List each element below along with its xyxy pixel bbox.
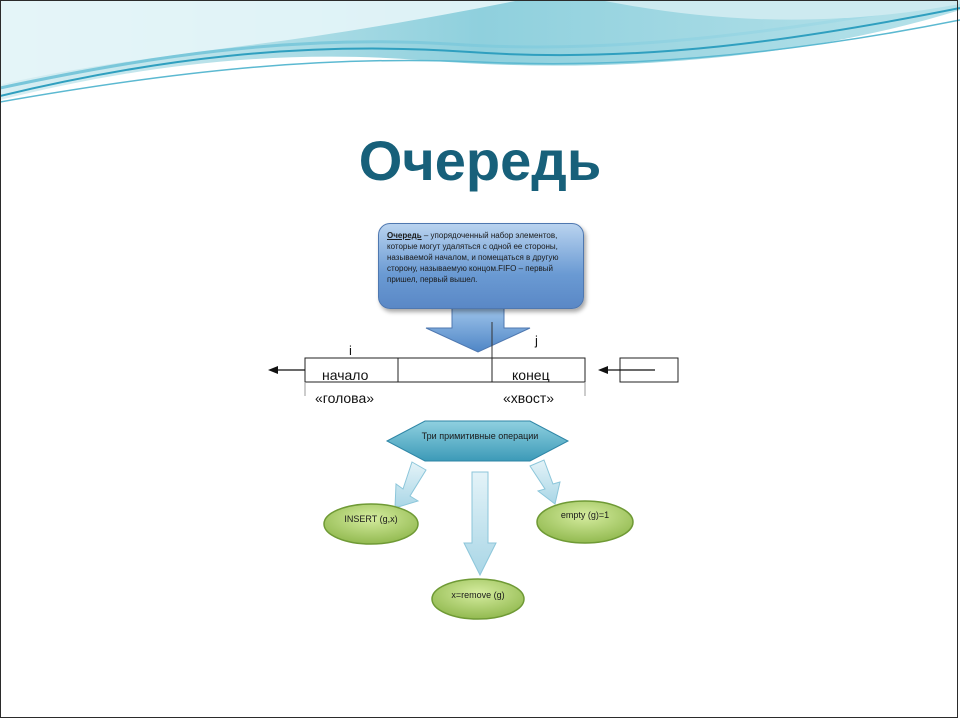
definition-callout: Очередь – упорядоченный набор элементов,… [378, 223, 584, 309]
index-j-label: j [535, 333, 538, 348]
head-sublabel: «голова» [315, 390, 375, 406]
empty-label: empty (g)=1 [560, 510, 610, 520]
insert-label: INSERT (g,x) [344, 514, 398, 524]
slide-title: Очередь [358, 129, 602, 192]
empty-ellipse [536, 500, 634, 544]
remove-label: x=remove (g) [451, 590, 505, 600]
arrow-to-insert [394, 461, 427, 509]
tail-sublabel: «хвост» [503, 390, 555, 406]
incoming-element [598, 357, 679, 383]
exit-arrow [268, 366, 305, 374]
operations-center-label: Три примитивные операции [421, 431, 539, 441]
remove-ellipse [431, 578, 525, 620]
callout-term: Очередь [387, 231, 422, 240]
header-waves [0, 0, 960, 103]
callout-text: – упорядоченный набор элементов, которые… [387, 231, 559, 284]
cell-tail-label: конец [512, 367, 550, 382]
cell-head-label: начало [322, 367, 369, 382]
insert-ellipse [323, 503, 419, 545]
queue-cells [304, 357, 586, 396]
operations-hexagon [385, 420, 570, 462]
arrow-to-empty [529, 459, 561, 505]
index-i-label: i [349, 343, 352, 358]
arrow-to-remove [463, 471, 497, 577]
callout-arrow [425, 307, 531, 353]
